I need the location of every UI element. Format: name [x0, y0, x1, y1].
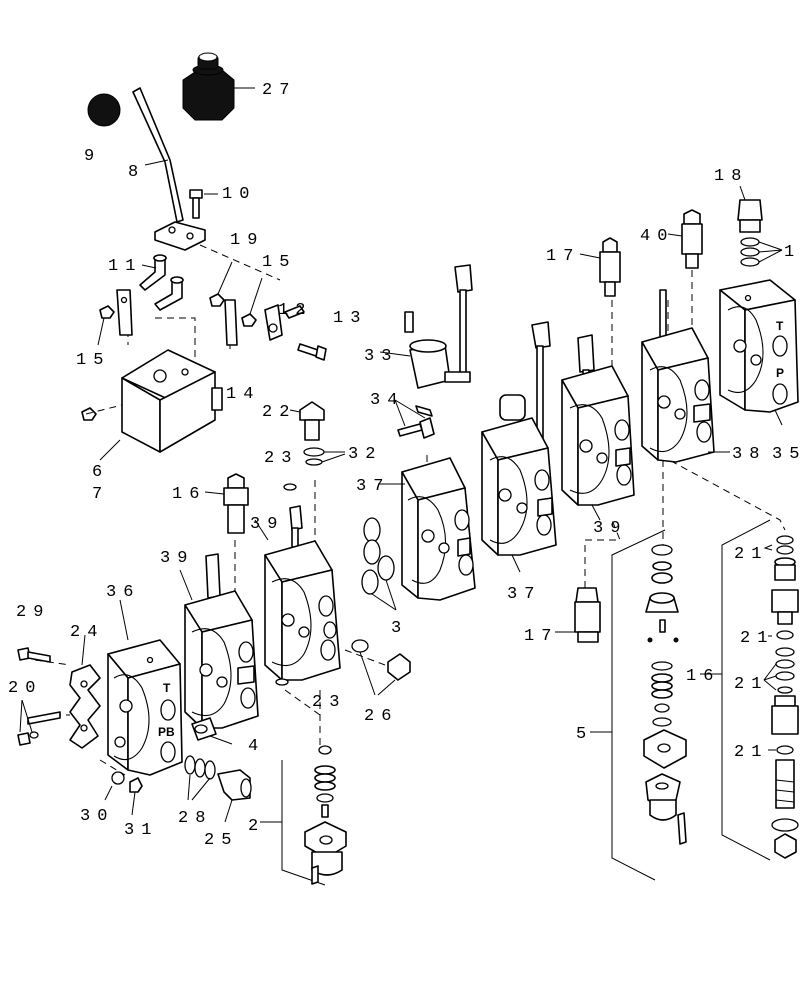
callout-23-upper: 23 — [264, 449, 298, 468]
callout-39-right: 39 — [593, 519, 627, 538]
linkage-parts — [116, 289, 283, 346]
callout-3: 3 — [391, 619, 408, 638]
callout-31: 31 — [124, 821, 158, 840]
callout-39-middle: 39 — [250, 515, 284, 534]
callout-11: 11 — [108, 257, 142, 276]
bolts-34 — [394, 399, 435, 439]
callout-21-b: 21 — [740, 629, 774, 648]
callout-15-lower: 15 — [76, 351, 110, 370]
screw-10 — [189, 189, 218, 219]
callout-23-lower: 23 — [312, 693, 346, 712]
callout-18: 18 — [714, 167, 748, 186]
end-plate-and-screws — [17, 634, 143, 816]
plug-26 — [351, 639, 411, 696]
callout-17-upper: 17 — [546, 247, 580, 266]
callout-36: 36 — [106, 583, 140, 602]
callout-10: 10 — [222, 185, 256, 204]
callout-16-left: 16 — [172, 485, 206, 504]
etched-t-35: T — [776, 319, 784, 333]
callout-20: 20 — [8, 679, 42, 698]
knob-cap-27 — [182, 52, 255, 121]
lever-8 — [132, 87, 206, 251]
valve-section-38 — [641, 289, 730, 463]
callout-37-left: 37 — [356, 477, 390, 496]
callout-5: 5 — [576, 725, 593, 744]
callout-39-left: 39 — [160, 549, 194, 568]
spool-kit-16 — [700, 519, 799, 861]
etched-pb-36: PB — [158, 725, 175, 739]
fittings-11 — [139, 254, 184, 311]
callout-19: 19 — [230, 231, 264, 250]
callout-28: 28 — [178, 809, 212, 828]
callout-12: 12 — [278, 301, 312, 320]
valve-section-39-middle — [254, 505, 341, 686]
callout-21-c: 21 — [734, 675, 768, 694]
callout-32: 32 — [348, 445, 382, 464]
callout-15-upper: 15 — [262, 253, 296, 272]
callout-9: 9 — [84, 147, 101, 166]
callout-13: 13 — [333, 309, 367, 328]
callout-26: 26 — [364, 707, 398, 726]
callout-1: 1 — [784, 243, 801, 262]
cartridges — [204, 185, 783, 643]
spool-kit-5 — [590, 529, 687, 881]
o-rings-3 — [361, 517, 397, 611]
callout-4: 4 — [248, 737, 265, 756]
spool-kit-2 — [260, 745, 347, 886]
callout-35: 35 — [772, 445, 806, 464]
callout-2: 2 — [248, 817, 265, 836]
callout-33: 33 — [364, 347, 398, 366]
callout-16-right: 16 — [686, 667, 720, 686]
bracket-housing-6-7 — [85, 349, 223, 461]
nuts — [81, 261, 263, 421]
end-cover-35: T P — [719, 279, 799, 426]
o-rings-small — [283, 447, 346, 491]
valve-section-39-left — [179, 553, 259, 729]
callout-labels: 27 9 8 10 19 11 15 12 13 15 14 6 7 22 23… — [8, 81, 806, 850]
valve-section-37-left — [378, 457, 476, 601]
callout-7: 7 — [92, 485, 109, 504]
plug-and-fittings — [184, 717, 252, 823]
valve-section-37-right — [481, 321, 557, 573]
callout-25: 25 — [204, 831, 238, 850]
screw-13 — [284, 305, 327, 361]
callout-29: 29 — [16, 603, 50, 622]
callout-37-right: 37 — [507, 585, 541, 604]
callout-8: 8 — [128, 163, 145, 182]
callout-24: 24 — [70, 623, 104, 642]
callout-40: 40 — [640, 227, 674, 246]
callout-34: 34 — [370, 391, 404, 410]
ball-knob-9 — [87, 93, 121, 127]
callout-17-lower: 17 — [524, 627, 558, 646]
callout-27: 27 — [262, 81, 296, 100]
callout-6: 6 — [92, 463, 109, 482]
etched-p-35: P — [776, 366, 784, 380]
inlet-section-36: T PB — [107, 599, 183, 776]
callout-21-a: 21 — [734, 545, 768, 564]
callout-22: 22 — [262, 403, 296, 422]
valve-section-39-right — [561, 334, 635, 521]
plug-22 — [289, 401, 325, 441]
solenoid-33 — [379, 264, 473, 389]
callout-30: 30 — [80, 807, 114, 826]
etched-t-36: T — [163, 681, 171, 695]
callout-38: 38 — [732, 445, 766, 464]
callout-21-d: 21 — [734, 743, 768, 762]
callout-14: 14 — [226, 385, 260, 404]
